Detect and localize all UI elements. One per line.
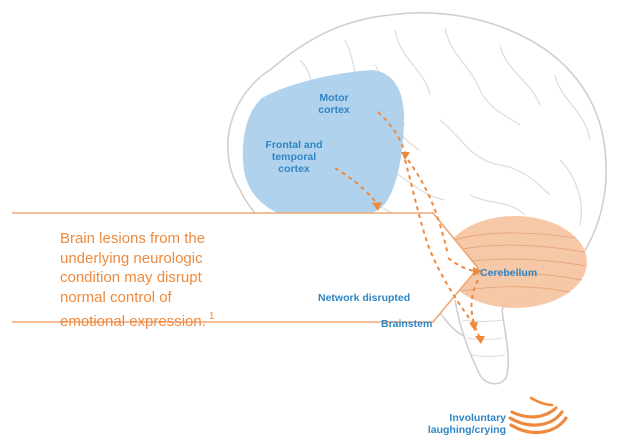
footnote-marker: 1 [209,311,215,322]
callout-line: emotional expression.1 [60,307,290,332]
involuntary-laughing-crying-label: Involuntary laughing/crying [410,412,506,436]
callout-line: underlying neurologic [60,249,290,269]
motor-cortex-label: Motor cortex [309,92,359,116]
callout-line: Brain lesions from the [60,229,290,249]
callout-line: normal control of [60,288,290,308]
laughing-crying-waves-icon [510,398,566,432]
brainstem-label: Brainstem [381,318,432,330]
callout-text: Brain lesions from the underlying neurol… [60,229,290,332]
network-disrupted-label: Network disrupted [318,292,410,304]
callout-line: condition may disrupt [60,268,290,288]
cerebellum-label: Cerebellum [480,267,537,279]
frontal-temporal-cortex-label: Frontal and temporal cortex [248,139,340,175]
